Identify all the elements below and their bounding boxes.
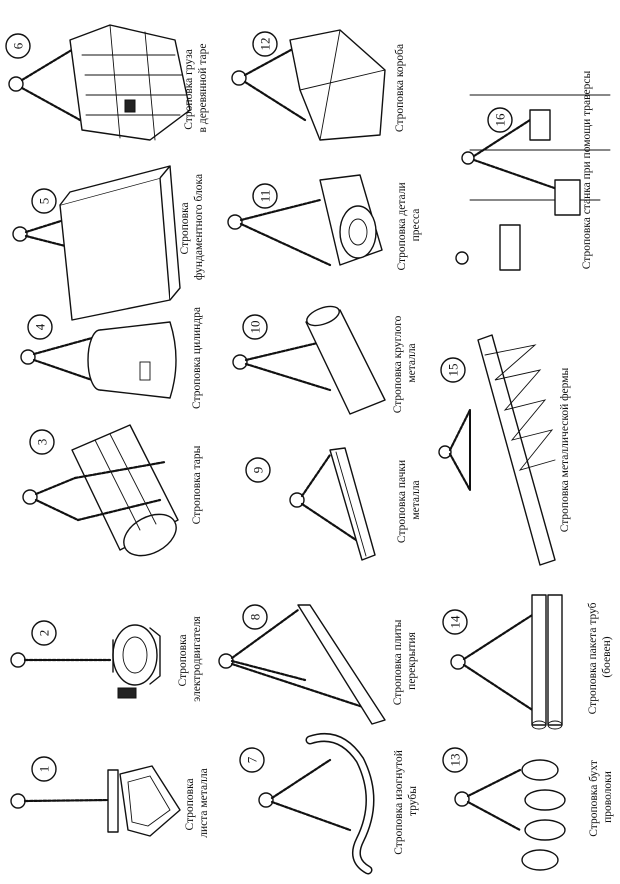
figure-11: 11 Строповка детали пресса [227, 174, 422, 271]
figure-15-drawing [438, 334, 556, 566]
figure-14-number: 14 [442, 609, 468, 635]
figure-3-number: 3 [29, 429, 55, 455]
figure-6-drawing [8, 24, 191, 141]
figure-14-drawing [450, 594, 563, 730]
figure-6-number: 6 [5, 33, 31, 59]
figure-11-number: 11 [252, 183, 278, 209]
figure-1-drawing [10, 765, 181, 837]
figure-12-caption: Строповка короба [394, 44, 406, 132]
figure-11-caption: Строповка детали пресса [396, 179, 422, 270]
figure-2-drawing [10, 624, 161, 699]
figure-2-caption: Строповка электродвигателя [177, 616, 203, 702]
figure-9-caption: Строповка пачки металла [396, 457, 422, 543]
figure-13-number-text: 13 [448, 754, 463, 767]
figure-14-caption: Строповка пакета труб (боевен) [587, 600, 613, 715]
figure-7-drawing [258, 733, 375, 875]
figure-15-number: 15 [440, 357, 466, 383]
figure-13: 13 Строповка бухт проволоки [442, 747, 614, 871]
figure-6-number-text: 6 [11, 42, 26, 49]
figure-13-drawing [454, 759, 566, 871]
figure-11-drawing [227, 174, 383, 267]
figure-2-number-text: 2 [37, 630, 52, 637]
figure-15: 15 Строповка металлической фермы [438, 334, 571, 566]
figure-5: 5 Строповка фундаментного блока [12, 165, 205, 321]
figure-7: 7 Строповка изогнутой трубы [239, 733, 419, 875]
figure-10-number: 10 [242, 314, 268, 340]
figure-8: 8 Строповка плиты перекрытия [218, 604, 418, 725]
figure-8-number-text: 8 [248, 614, 263, 621]
figure-4: 4 Строповка цилиндра [20, 307, 203, 409]
figure-13-number: 13 [442, 747, 468, 773]
figure-13-caption: Строповка бухт проволоки [588, 757, 614, 836]
figure-3-number-text: 3 [35, 439, 50, 446]
figure-4-number-text: 4 [33, 323, 48, 330]
figure-7-caption: Строповка изогнутой трубы [393, 747, 419, 855]
figure-4-number: 4 [27, 314, 53, 340]
figure-4-drawing [20, 321, 177, 399]
figure-8-caption: Строповка плиты перекрытия [392, 617, 418, 706]
figure-12: 12 Строповка короба [231, 29, 406, 141]
figure-9: 9 Строповка пачки металла [245, 447, 422, 561]
figure-2: 2 Строповка электродвигателя [10, 616, 203, 702]
figure-15-number-text: 15 [446, 364, 461, 377]
figure-16: 16 Строповка станка при помощи траверсы [455, 71, 611, 271]
figure-9-number: 9 [245, 457, 271, 483]
figure-5-number-text: 5 [37, 198, 52, 205]
figure-1-number: 1 [31, 756, 57, 782]
figure-10-caption: Строповка круглого металла [392, 313, 418, 414]
figure-10: 10 Строповка круглого металла [232, 305, 418, 415]
figure-3: 3 Строповка тары [22, 424, 203, 557]
figure-5-drawing [12, 165, 181, 321]
figure-16-number-text: 16 [493, 113, 508, 127]
figure-12-drawing [231, 29, 386, 141]
figure-8-drawing [218, 604, 386, 725]
figure-14: 14 Строповка пакета труб (боевен) [442, 594, 613, 730]
figure-3-drawing [22, 424, 179, 557]
figure-16-caption: Строповка станка при помощи траверсы [581, 71, 593, 270]
figure-6: 6 Строповка груза в деревянной таре [5, 24, 209, 141]
figure-3-caption: Строповка тары [191, 445, 203, 524]
figure-4-caption: Строповка цилиндра [191, 307, 203, 409]
figure-11-number-text: 11 [258, 190, 273, 203]
figure-1: 1 Строповка листа металла [10, 756, 210, 838]
figure-16-number: 16 [487, 107, 513, 133]
figure-7-number: 7 [239, 747, 265, 773]
figure-12-number-text: 12 [258, 38, 273, 51]
figure-7-number-text: 7 [245, 756, 260, 763]
figure-2-number: 2 [31, 620, 57, 646]
figure-1-caption: Строповка листа металла [184, 768, 210, 837]
figure-8-number: 8 [242, 604, 268, 630]
figure-15-caption: Строповка металлической фермы [559, 367, 571, 532]
figure-1-number-text: 1 [37, 766, 52, 773]
figure-5-number: 5 [31, 188, 57, 214]
figure-14-number-text: 14 [448, 615, 463, 629]
figure-5-caption: Строповка фундаментного блока [179, 174, 205, 280]
figure-16-drawing [455, 94, 611, 271]
figure-9-drawing [289, 447, 376, 561]
figure-10-drawing [232, 305, 386, 415]
figure-9-number-text: 9 [251, 467, 266, 474]
figure-6-caption: Строповка груза в деревянной таре [183, 44, 209, 133]
figure-10-number-text: 10 [248, 321, 263, 334]
figure-12-number: 12 [252, 31, 278, 57]
